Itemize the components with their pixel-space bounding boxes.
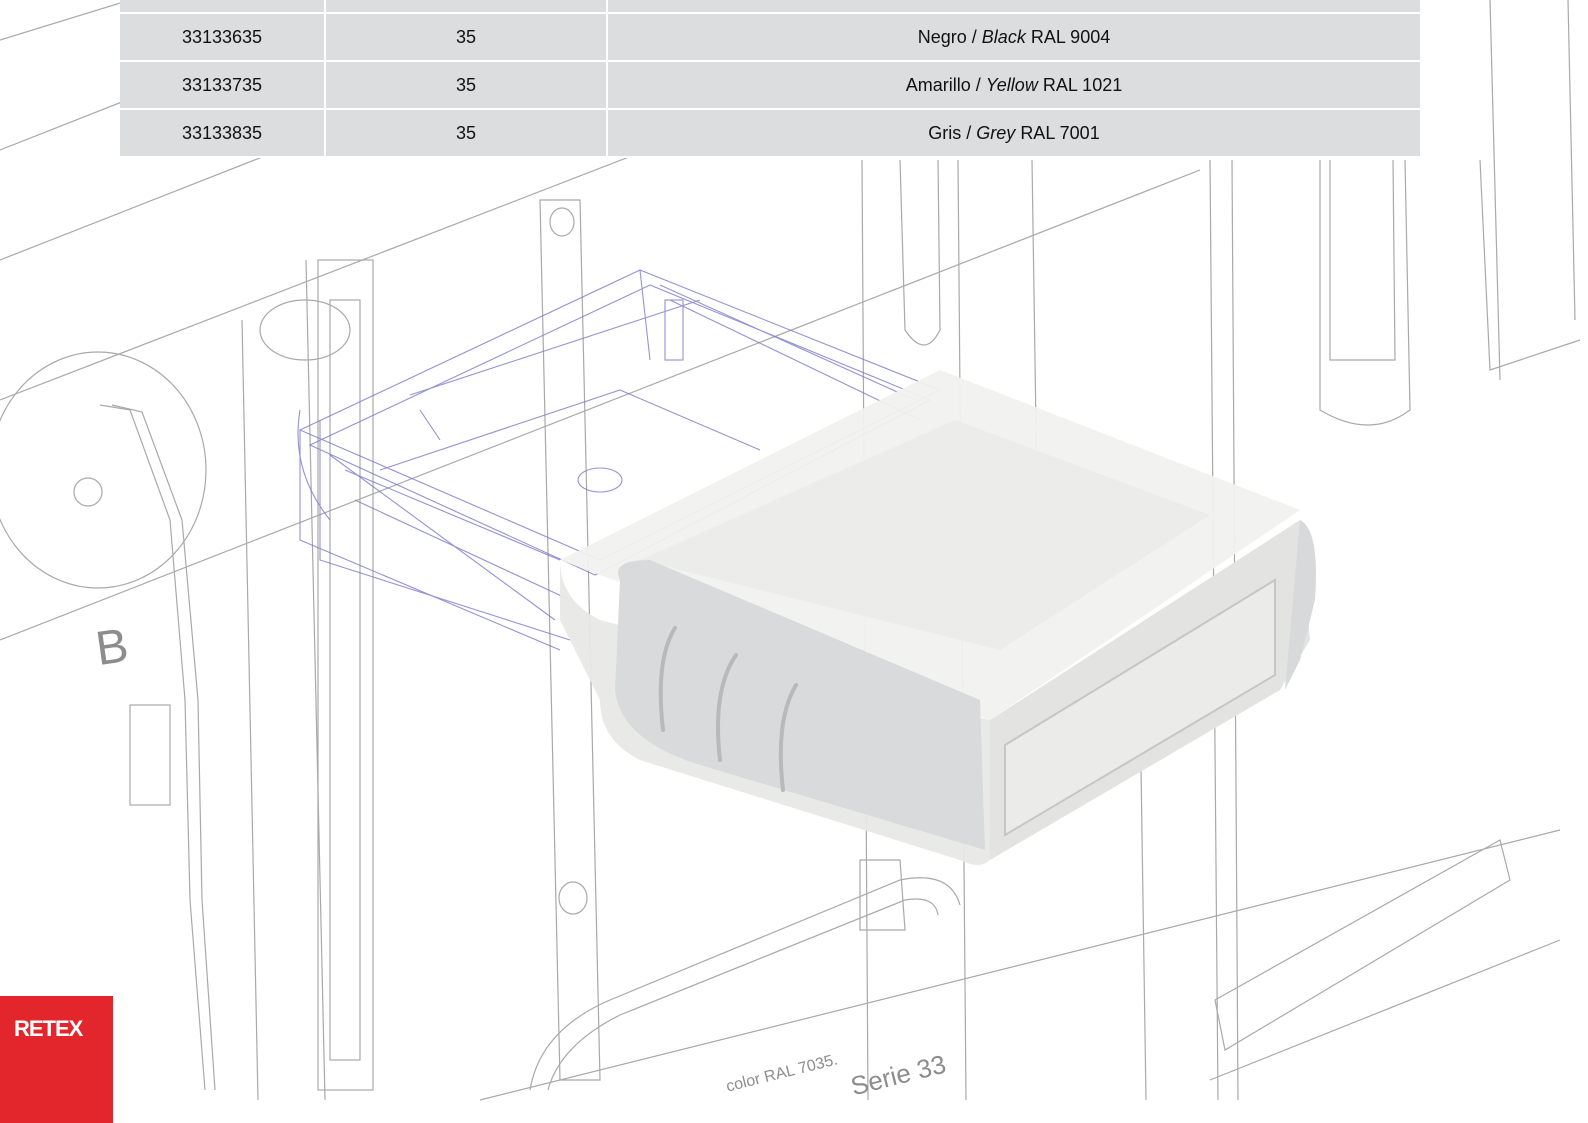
color-cell: Negro / Black RAL 9004 <box>607 13 1420 62</box>
table-row: 33133835 35 Gris / Grey RAL 7001 <box>120 109 1420 158</box>
color-en-text: Yellow <box>985 74 1038 95</box>
table-header-cell <box>325 0 608 14</box>
table-row: 33133735 35 Amarillo / Yellow RAL 1021 <box>120 61 1420 110</box>
ral-code-text: RAL 7001 <box>1020 122 1100 143</box>
product-code-cell: 33133635 <box>120 13 326 62</box>
table-header-cell <box>607 0 1420 14</box>
table-header-cell <box>120 0 326 14</box>
color-cell: Amarillo / Yellow RAL 1021 <box>607 61 1420 110</box>
color-cell: Gris / Grey RAL 7001 <box>607 109 1420 158</box>
product-code-cell: 33133735 <box>120 61 326 110</box>
color-en-text: Grey <box>976 122 1016 143</box>
product-code-cell: 33133835 <box>120 109 326 158</box>
quantity-cell: 35 <box>325 61 608 110</box>
color-es-text: Gris / <box>928 122 972 143</box>
quantity-cell: 35 <box>325 109 608 158</box>
enclosure-render <box>560 370 1316 865</box>
brand-logo: RETEX <box>14 1016 83 1041</box>
table-row: 33133635 35 Negro / Black RAL 9004 <box>120 13 1420 62</box>
color-es-text: Negro / <box>917 26 977 47</box>
color-en-text: Black <box>981 26 1026 47</box>
color-es-text: Amarillo / <box>905 74 981 95</box>
brand-logo-block: RETEX <box>0 996 113 1123</box>
quantity-cell: 35 <box>325 13 608 62</box>
ral-code-text: RAL 9004 <box>1030 26 1111 47</box>
color-variants-table: 33133635 35 Negro / Black RAL 9004 33133… <box>120 0 1420 158</box>
table-header-row <box>120 0 1420 14</box>
ral-code-text: RAL 1021 <box>1042 74 1123 95</box>
